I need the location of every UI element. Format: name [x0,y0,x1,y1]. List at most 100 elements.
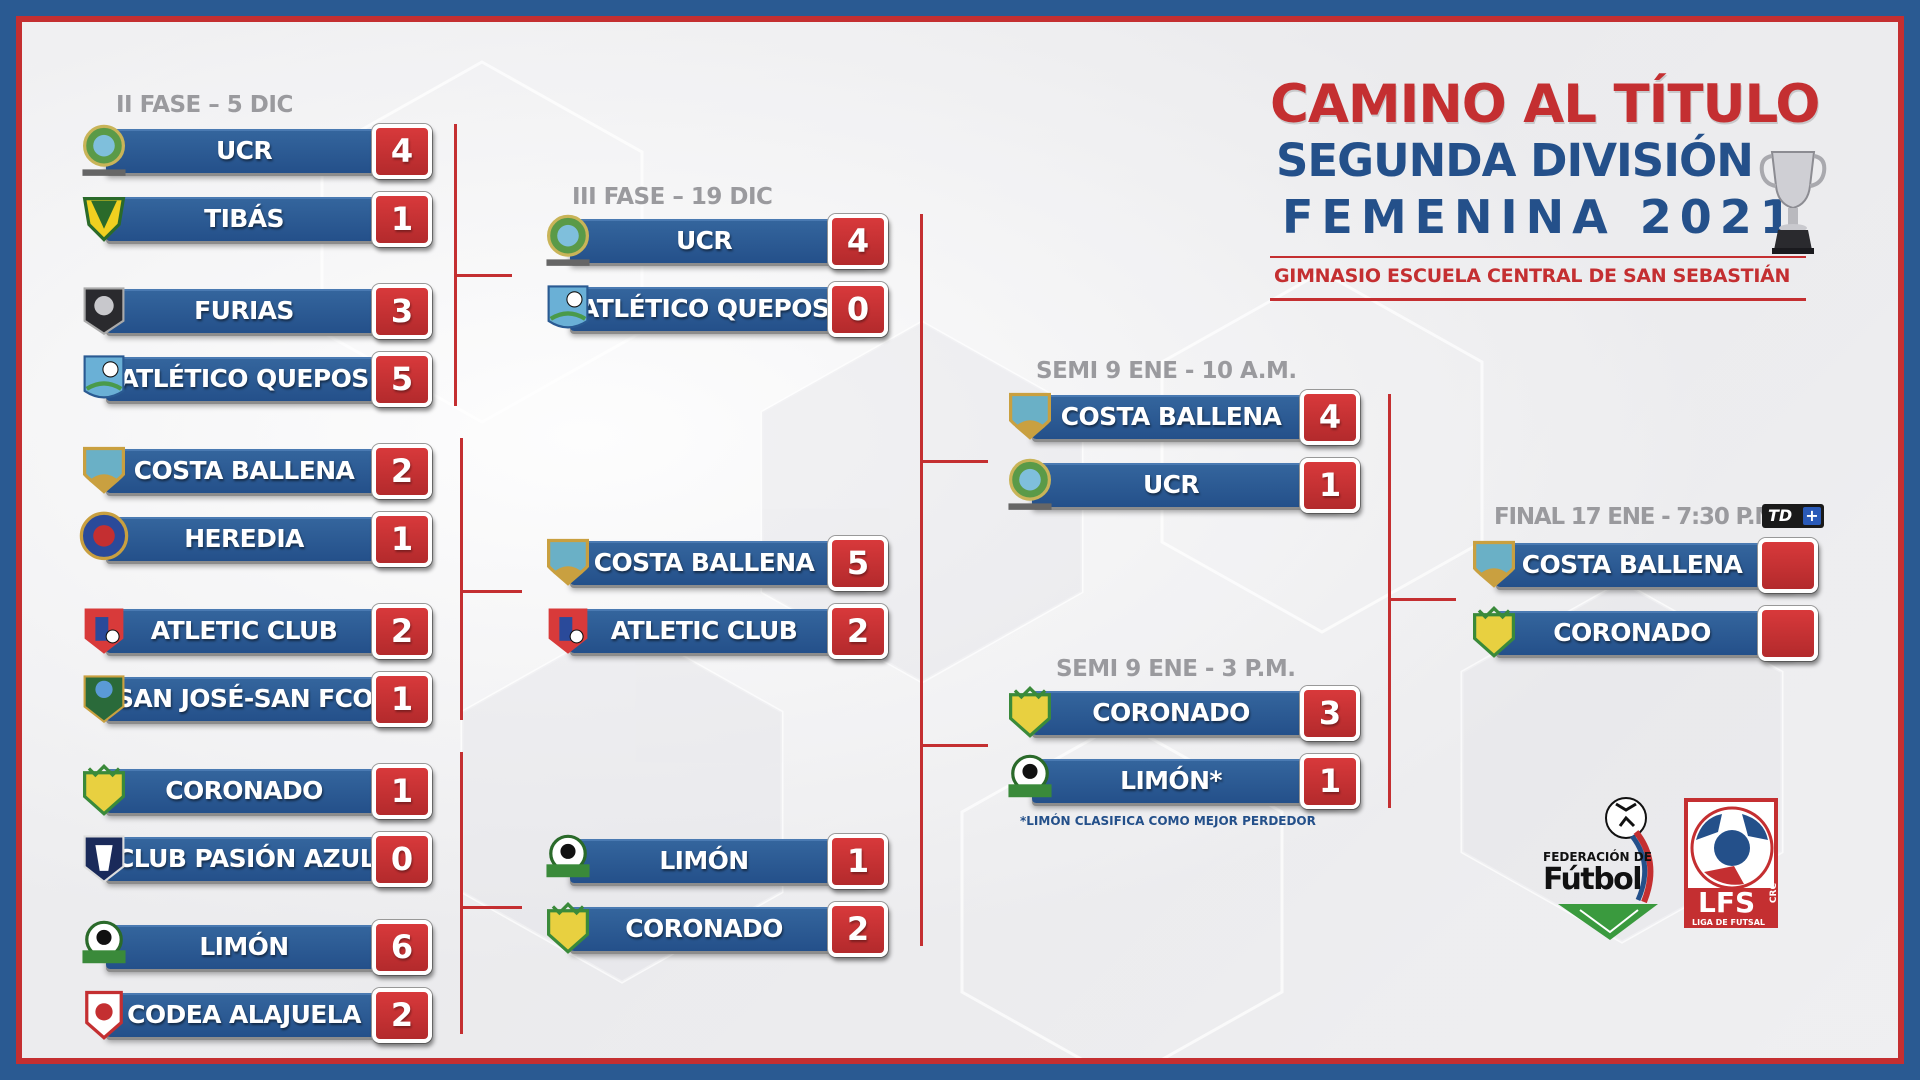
team-score: 1 [372,672,432,727]
team-name: ATLÉTICO QUEPOS [119,364,369,393]
heredia-logo [79,511,129,561]
coronado-logo [83,764,125,816]
lfs-label: LFS [1698,886,1756,919]
team-score: 4 [828,214,888,269]
team-score: 2 [372,444,432,499]
team-score: 1 [372,764,432,819]
tibas-logo [82,197,126,242]
team-score [1758,538,1818,593]
team-score [1758,606,1818,661]
title-block: CAMINO AL TÍTULO SEGUNDA DIVISIÓN FEMENI… [1270,74,1850,314]
round2-team-row: COSTA BALLENA 2 [76,444,446,499]
futbol-label: Fútbol [1543,862,1643,897]
team-name: FURIAS [194,296,294,325]
venue-label: GIMNASIO ESCUELA CENTRAL DE SAN SEBASTIÁ… [1274,265,1791,287]
broadcaster-badge: TD + [1762,504,1824,528]
atletic-club-logo [548,608,588,654]
team-name: LIMÓN [199,932,289,961]
team-score: 3 [1300,686,1360,741]
team-bar [570,609,868,653]
team-bar [1032,463,1340,507]
limon-logo [1008,754,1052,798]
team-bar [106,677,414,721]
broadcaster-plus: + [1803,507,1821,525]
lfs-subtitle: LIGA DE FUTSAL [1692,918,1765,927]
costa-ballena-logo [1009,392,1051,440]
team-bar [570,287,868,331]
federacion-label: FEDERACIÓN DE [1543,850,1652,864]
round2-team-row: FURIAS 3 [76,284,446,339]
team-bar [570,541,868,585]
team-name: CORONADO [1092,698,1250,727]
team-name: SAN JOSÉ-SAN FCO [116,684,374,713]
team-bar [1496,543,1796,587]
costa-ballena-logo [83,446,125,494]
team-score: 2 [372,988,432,1043]
team-name: COSTA BALLENA [133,456,355,485]
team-bar [570,907,868,951]
team-name: ATLETIC CLUB [610,616,798,645]
team-bar [1032,691,1340,735]
team-score: 1 [372,192,432,247]
pasion-azul-logo [83,835,125,884]
lfs-logo [1684,798,1778,928]
team-bar [106,357,414,401]
codea-logo [85,990,123,1040]
furias-logo [83,287,125,335]
team-name: LIMÓN [659,846,749,875]
team-name: LIMÓN* [1120,766,1222,795]
phase3-label: III FASE – 19 DIC [572,184,773,210]
bracket-line [920,744,988,747]
team-bar [106,517,414,561]
team-bar [570,219,868,263]
final-team-row: COSTA BALLENA [1466,538,1828,593]
coronado-logo [1009,686,1051,738]
title-season: FEMENINA 2021 [1282,190,1800,244]
limon-note: *LIMÓN CLASIFICA COMO MEJOR PERDEDOR [1020,814,1316,828]
team-bar [106,993,414,1037]
ucr-logo [1008,458,1052,510]
team-name: CORONADO [165,776,323,805]
team-bar [106,769,414,813]
team-score: 5 [372,352,432,407]
semi2-label: SEMI 9 ENE - 3 P.M. [1056,656,1296,682]
team-name: COSTA BALLENA [1060,402,1282,431]
quepos-logo [547,285,589,329]
team-bar [106,837,414,881]
title-main: CAMINO AL TÍTULO [1270,74,1820,135]
costa-ballena-logo [547,538,589,586]
team-score: 1 [372,512,432,567]
team-score: 0 [372,832,432,887]
lfs-crc-label: CRC [1769,882,1780,904]
team-name: CLUB PASIÓN AZUL [116,844,376,873]
team-name: ATLETIC CLUB [150,616,338,645]
limon-logo [82,920,126,964]
team-score: 2 [828,604,888,659]
federacion-futbol-logo [1558,797,1658,940]
team-name: UCR [215,136,273,165]
team-bar [1496,611,1796,655]
bracket-line [454,124,457,406]
team-bar [106,129,414,173]
trophy-icon [1759,151,1827,254]
team-score: 3 [372,284,432,339]
team-score: 2 [828,902,888,957]
team-bar [106,197,414,241]
team-name: TIBÁS [204,204,284,233]
quepos-logo [83,355,125,399]
bracket-line [1388,598,1456,601]
team-bar [1032,759,1340,803]
team-score: 1 [1300,754,1360,809]
atletic-club-logo [84,608,124,654]
final-team-row: CORONADO [1466,606,1828,661]
title-divider [1270,256,1806,258]
